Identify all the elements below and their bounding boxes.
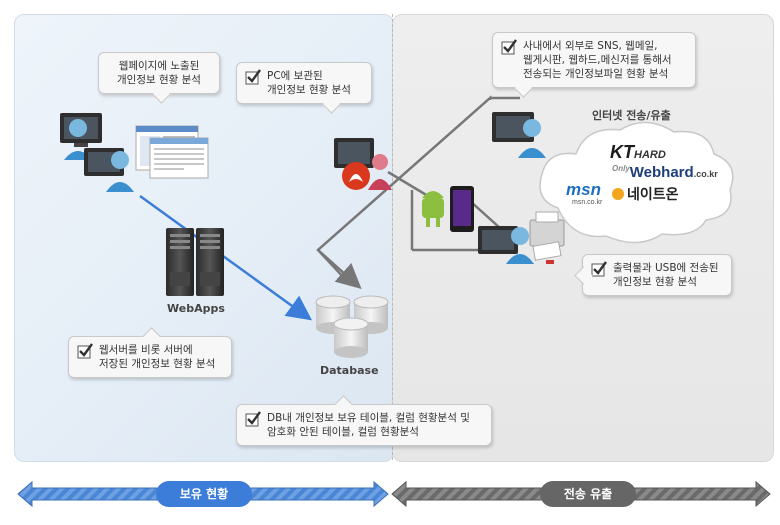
callout-webserver: 웹서버를 비롯 서버에 저장된 개인정보 현황 분석: [68, 327, 232, 378]
callout-outbound: 사내에서 외부로 SNS, 웹메일, 웹게시판, 웹하드,메신저를 통해서 전송…: [492, 32, 696, 98]
webpage-screenshots-icon: [135, 125, 209, 179]
msn-url: msn.co.kr: [572, 199, 603, 206]
check-icon: [591, 261, 607, 277]
webhard-logo: OnlyWebhard.co.kr: [612, 164, 718, 181]
nateon-icon: [612, 188, 624, 200]
internet-label: 인터넷 전송/유출: [592, 109, 671, 122]
user-computers-icon: [60, 113, 134, 192]
check-icon: [245, 69, 261, 85]
callout-print-usb: 출력물과 USB에 전송된 개인정보 현황 분석: [574, 254, 732, 296]
pc-firewall-icon: [334, 138, 392, 190]
database-label: Database: [320, 364, 379, 377]
callout-db: DB내 개인정보 보유 테이블, 컬럼 현황분석 및 암호화 안된 테이블, 컬…: [236, 395, 492, 446]
database-icon: [315, 295, 389, 358]
webapps-server-icon: [166, 228, 224, 296]
outbound-user-icon: [492, 112, 546, 158]
callout-web-pages: 웹페이지에 노출된 개인정보 현황 분석: [98, 52, 220, 104]
webapps-label: WebApps: [167, 302, 225, 315]
bottom-arrows: [17, 480, 771, 508]
internet-cloud-icon: [539, 121, 734, 244]
callout-pc: PC에 보관된 개인정보 현황 분석: [236, 62, 372, 114]
mobile-device-icon: [422, 186, 474, 232]
msn-logo: msn: [566, 180, 601, 199]
check-icon: [77, 343, 93, 359]
nateon-logo: 네이트온: [612, 184, 679, 204]
panel-divider: [392, 14, 393, 460]
check-icon: [501, 39, 517, 55]
kt-hard-logo: KTHARD: [610, 142, 666, 162]
transfer-label: 전송 유출: [540, 481, 636, 507]
printer-usb-icon: [478, 211, 565, 264]
check-icon: [245, 411, 261, 427]
transfer-panel: [392, 14, 774, 462]
holdings-label: 보유 현황: [156, 481, 252, 507]
